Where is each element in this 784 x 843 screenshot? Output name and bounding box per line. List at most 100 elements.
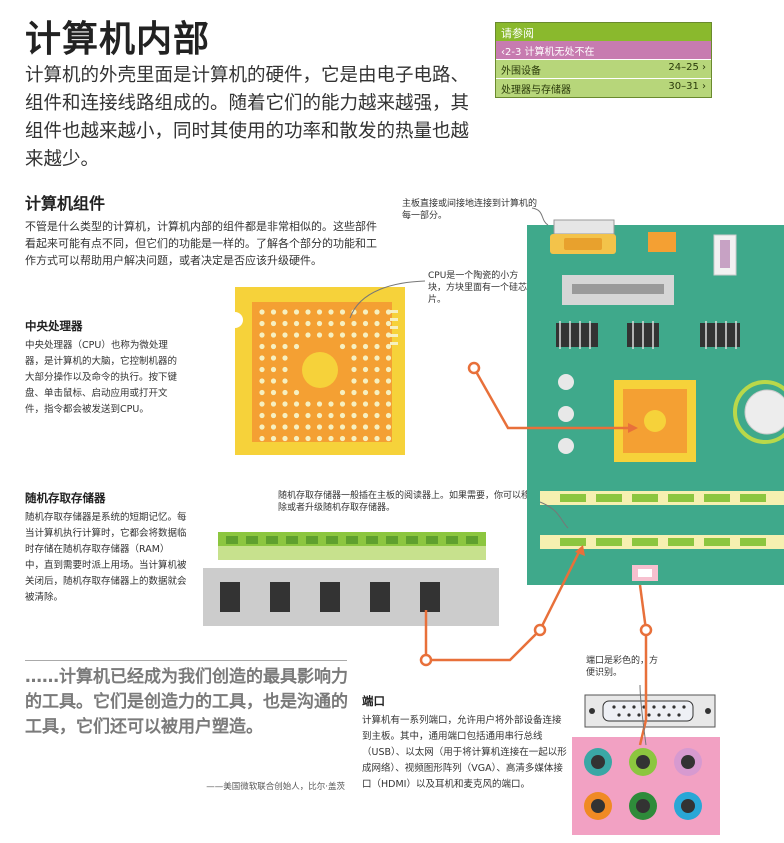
cpu-pin [282, 389, 288, 396]
cpu-pin [385, 309, 392, 315]
cpu-pin [259, 401, 265, 407]
cpu-pin [339, 343, 346, 350]
cpu-pin [305, 309, 311, 315]
see-also-link-label: 处理器与存储器 [501, 85, 571, 96]
cpu-pin [385, 435, 392, 442]
cpu-pin [282, 332, 288, 338]
see-also-link[interactable]: 处理器与存储器 30–31 › [496, 78, 711, 97]
motherboard [527, 219, 784, 585]
cpu-pin [385, 401, 392, 407]
ram-body: 随机存取存储器是系统的短期记忆。每当计算机执行计算时，它都会将数据临时存储在随机… [25, 512, 187, 603]
cpu-pin [339, 332, 346, 338]
cpu-pin [339, 401, 346, 407]
cpu-pin [351, 412, 357, 419]
cpu-pin [328, 309, 334, 315]
cpu-pin [385, 366, 392, 373]
page-title: 计算机内部 [25, 19, 211, 60]
cpu-pin [374, 320, 380, 327]
see-also-link-pages: 30–31 › [668, 81, 706, 92]
cpu-pin [385, 343, 392, 350]
cpu-pin [293, 424, 300, 430]
cpu-pin [305, 401, 311, 407]
cpu-pin [328, 412, 334, 419]
cpu-pin [270, 309, 277, 315]
cpu-body: 中央处理器（CPU）也称为微处理器，是计算机的大脑，它控制机器的大部分操作以及命… [25, 340, 178, 415]
cpu-pin [316, 435, 323, 442]
cpu-chip [227, 287, 405, 455]
cpu-pin [316, 401, 323, 407]
cpu-heading: 中央处理器 [25, 319, 83, 333]
pull-quote: ……计算机已经成为我们创造的最具影响力的工具。它们是创造力的工具，也是沟通的工具… [25, 667, 348, 737]
cpu-pin [339, 424, 346, 430]
cpu-pin [385, 320, 392, 327]
cpu-pin [374, 424, 380, 430]
cpu-pin [293, 389, 300, 396]
cpu-pin [385, 389, 392, 396]
components-heading: 计算机组件 [25, 194, 106, 213]
quote-attribution: ——美国微软联合创始人，比尔·盖茨 [206, 782, 345, 792]
cpu-pin [316, 412, 323, 419]
cpu-pin [374, 366, 380, 373]
cpu-pin [305, 424, 311, 430]
cpu-pin [374, 412, 380, 419]
cpu-pin [351, 424, 357, 430]
cpu-pin [282, 424, 288, 430]
cpu-pin [351, 309, 357, 315]
ram-module [203, 532, 499, 626]
see-also-link[interactable]: 外围设备 24–25 › [496, 59, 711, 78]
cpu-pin [362, 332, 369, 338]
cpu-pin [362, 343, 369, 350]
cpu-pin [282, 412, 288, 419]
cpu-pin [328, 320, 334, 327]
cpu-pin [316, 309, 323, 315]
cpu-pin [270, 320, 277, 327]
quote-divider-top [25, 660, 347, 661]
cpu-pin [282, 320, 288, 327]
cpu-pin [305, 412, 311, 419]
cpu-pin [259, 332, 265, 338]
cpu-pin [259, 309, 265, 315]
cpu-pin [316, 332, 323, 338]
see-also-link[interactable]: ‹2-3 计算机无处不在 [496, 41, 711, 59]
cpu-pin [259, 412, 265, 419]
cpu-pin [351, 320, 357, 327]
cpu-pin [259, 435, 265, 442]
cpu-pin [351, 355, 357, 361]
cpu-pin [293, 401, 300, 407]
cpu-pin [293, 332, 300, 338]
cpu-pin [385, 378, 392, 384]
cpu-pin [293, 343, 300, 350]
see-also-link-label: 外围设备 [501, 66, 541, 77]
cpu-pin [259, 343, 265, 350]
cpu-pin [293, 320, 300, 327]
cpu-pin [259, 389, 265, 396]
cpu-pin [374, 401, 380, 407]
cpu-pin [305, 332, 311, 338]
ports-heading: 端口 [362, 694, 385, 708]
cpu-pin [374, 343, 380, 350]
cpu-pin [351, 343, 357, 350]
cpu-pin [316, 424, 323, 430]
cpu-pin [374, 355, 380, 361]
cpu-pin [362, 435, 369, 442]
cpu-pin [339, 435, 346, 442]
cpu-pin [270, 424, 277, 430]
cpu-pin [328, 401, 334, 407]
cpu-pin [362, 424, 369, 430]
cpu-pin [351, 435, 357, 442]
cpu-pin [374, 435, 380, 442]
cpu-pin [293, 309, 300, 315]
cpu-pin [328, 435, 334, 442]
ports-callout: 端口是彩色的，方便识别。 [586, 656, 659, 678]
cpu-pin [270, 332, 277, 338]
cpu-pin [374, 378, 380, 384]
cpu-pin [259, 320, 265, 327]
cpu-pin [339, 309, 346, 315]
cpu-pin [362, 378, 369, 384]
see-also-link-pages: 24–25 › [668, 62, 706, 73]
see-also-header: 请参阅 [496, 23, 711, 41]
intro-paragraph: 计算机的外壳里面是计算机的硬件，它是由电子电路、组件和连接线路组成的。随着它们的… [25, 65, 470, 170]
cpu-pin [374, 309, 380, 315]
cpu-pin [385, 355, 392, 361]
ram-heading: 随机存取存储器 [25, 491, 106, 505]
